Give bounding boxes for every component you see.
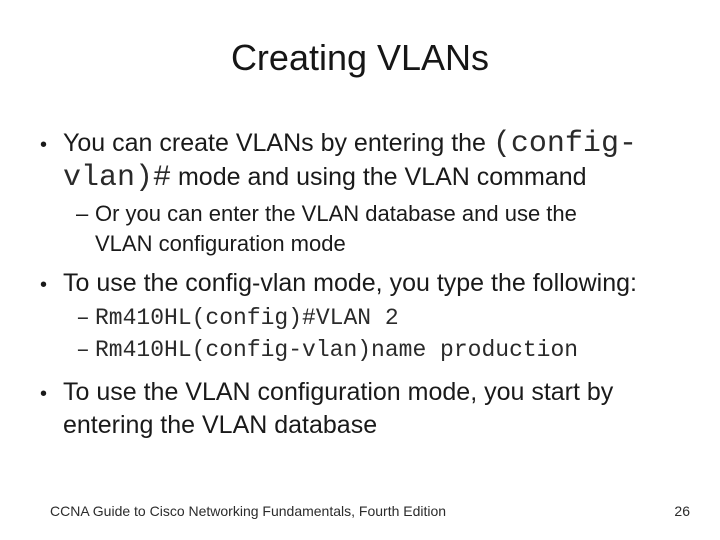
bullet-item: • To use the config-vlan mode, you type … xyxy=(40,267,682,302)
bullet-text: To use the VLAN configuration mode, you … xyxy=(63,378,614,439)
bullet-item: • You can create VLANs by entering the (… xyxy=(40,127,682,195)
bullet-marker: • xyxy=(40,274,48,296)
bullet1-segment1: You can create VLANs by entering the xyxy=(63,129,493,157)
bullet-item: • To use the VLAN configuration mode, yo… xyxy=(40,376,682,442)
bullet1-segment2: mode and using the VLAN command xyxy=(171,163,587,191)
inline-code: (config-vlan)# xyxy=(63,127,637,195)
dash-marker: – xyxy=(76,305,90,331)
bullet-text: To use the config-vlan mode, you type th… xyxy=(63,269,637,297)
footer-text: CCNA Guide to Cisco Networking Fundament… xyxy=(50,503,447,519)
sub-bullet-text: Or you can enter the VLAN database and u… xyxy=(95,201,577,256)
dash-marker: – xyxy=(76,201,89,226)
bullet-marker: • xyxy=(40,134,48,156)
command-text: Rm410HL(config)#VLAN 2 xyxy=(95,305,399,331)
sub-bullet-item: – Or you can enter the VLAN database and… xyxy=(76,199,682,259)
slide-body: • You can create VLANs by entering the (… xyxy=(40,127,682,442)
dash-marker: – xyxy=(76,337,90,363)
slide-title: Creating VLANs xyxy=(230,37,490,78)
page-number: 26 xyxy=(674,503,690,519)
bullet-marker: • xyxy=(40,383,48,405)
command-text: Rm410HL(config-vlan)name production xyxy=(95,337,579,363)
command-line: – Rm410HL(config-vlan)name production xyxy=(76,334,682,366)
command-line: – Rm410HL(config)#VLAN 2 xyxy=(76,302,682,334)
bullet-text: You can create VLANs by entering the (co… xyxy=(63,127,680,195)
